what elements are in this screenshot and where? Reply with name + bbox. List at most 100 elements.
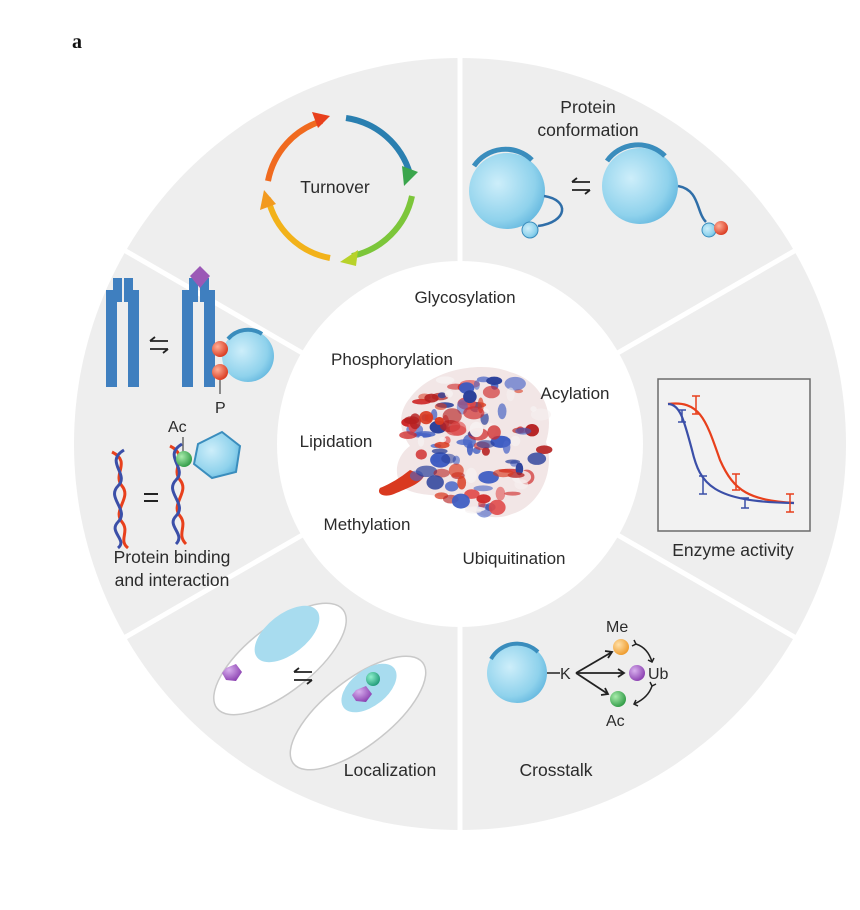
crosstalk-methyl-dot <box>613 639 629 655</box>
dna-equality-sign <box>144 493 158 502</box>
turnover-arrowhead-red <box>312 112 330 128</box>
protein-surface-patch <box>431 448 448 454</box>
sector-divider <box>614 245 801 357</box>
localization-equilibrium-arrows <box>293 667 313 685</box>
protein-surface-patch <box>536 445 553 455</box>
crosstalk-acetyl-dot <box>610 691 626 707</box>
protein-surface-patch <box>419 411 434 425</box>
protein-surface-patch <box>463 406 485 420</box>
protein-surface-patch <box>439 436 447 443</box>
protein-surface-patch <box>415 449 427 460</box>
crosstalk-label: Crosstalk <box>520 760 593 780</box>
turnover-panel: Turnover <box>260 112 418 266</box>
receptor-right <box>182 278 215 387</box>
protein-surface-patch <box>514 479 528 490</box>
protein-surface-patch <box>476 440 495 449</box>
turnover-arrow-orange <box>265 197 331 261</box>
binding-label-line1: Protein binding <box>114 547 231 567</box>
crosstalk-ub-label: Ub <box>648 666 669 683</box>
protein-surface-patch <box>466 442 474 456</box>
protein-surface-patch <box>473 485 493 492</box>
conformation-protein-right-rim <box>604 142 667 163</box>
turnover-arrowhead-orange <box>260 190 276 210</box>
figure-letter: a <box>72 31 82 53</box>
protein-surface-patch <box>445 481 459 492</box>
crosstalk-panel: K Me Ub Ac Crosstalk <box>487 619 669 780</box>
protein-surface-patch <box>435 376 455 384</box>
protein-surface-patch <box>451 493 470 509</box>
protein-surface-patch <box>457 475 467 490</box>
ptm-labels: Glycosylation Phosphorylation Acylation … <box>300 288 610 568</box>
conformation-tail-left <box>537 194 564 228</box>
binding-protein-receptor-rim <box>226 327 264 341</box>
crosstalk-protein <box>487 643 547 703</box>
localization-nucleus-left <box>254 605 320 663</box>
binding-panel: P Ac Protein binding and interaction <box>106 266 274 590</box>
protein-surface-patch <box>527 452 547 465</box>
ptm-label-methylation: Methylation <box>324 515 411 534</box>
protein-surface-patch <box>413 433 432 438</box>
protein-surface-patch <box>473 380 480 390</box>
receptor-left <box>106 278 139 387</box>
turnover-arrow-green <box>351 195 415 259</box>
protein-surface-patch <box>448 463 464 478</box>
localization-label: Localization <box>344 760 436 780</box>
enzyme-panel: Enzyme activity <box>657 378 811 560</box>
protein-surface-patch <box>415 465 438 477</box>
turnover-label: Turnover <box>300 177 370 197</box>
protein-surface-patch <box>510 435 521 447</box>
protein-surface-patch <box>437 392 447 399</box>
acetyl-ac-label: Ac <box>168 419 187 436</box>
enzyme-errorbars-red <box>692 395 794 513</box>
protein-surface-patch <box>444 390 453 398</box>
conformation-protein-left <box>469 153 545 229</box>
conformation-equilibrium-arrows <box>571 177 591 195</box>
protein-surface-patch <box>441 453 456 464</box>
protein-surface-patch <box>464 489 480 499</box>
binding-protein-dna <box>192 430 242 480</box>
protein-surface-patch <box>495 486 506 501</box>
binding-label-line2: and interaction <box>115 570 230 590</box>
ligand-diamond <box>190 266 210 288</box>
protein-surface-patch <box>424 393 439 403</box>
localization-modifier-dot <box>366 672 380 686</box>
ptm-label-ubiquitination: Ubiquitination <box>462 549 565 568</box>
conformation-label-line1: Protein <box>560 97 615 117</box>
protein-surface-patch <box>504 376 526 391</box>
protein-surface-patch <box>502 440 511 454</box>
phospho-dot-lower <box>212 364 228 380</box>
crosstalk-protein-rim <box>489 641 540 661</box>
localization-protein-left <box>222 664 242 681</box>
ptm-label-phosphorylation: Phosphorylation <box>331 350 453 369</box>
turnover-arrowhead-green <box>402 166 418 186</box>
turnover-arrowhead-yellow <box>340 250 358 266</box>
protein-surface-patch <box>417 435 425 447</box>
conformation-panel: Protein conformation <box>469 97 728 239</box>
crosstalk-arrows <box>575 650 626 696</box>
sector-divider <box>614 531 801 643</box>
conformation-label-line2: conformation <box>537 120 638 140</box>
protein-surface-model <box>378 367 553 518</box>
ptm-label-acylation: Acylation <box>541 384 610 403</box>
protein-surface-patch <box>463 390 477 404</box>
turnover-arrow-blue <box>345 115 413 175</box>
protein-surface-patch <box>399 431 417 439</box>
ptm-label-glycosylation: Glycosylation <box>414 288 515 307</box>
protein-surface-patch <box>434 417 444 425</box>
protein-surface-patch <box>492 469 514 478</box>
conformation-phospho-dot <box>714 221 728 235</box>
protein-surface-patch <box>497 403 507 420</box>
acetyl-dot <box>176 451 192 467</box>
enzyme-plot-frame <box>657 378 811 532</box>
crosstalk-ubiquitin-dot <box>629 665 645 681</box>
protein-surface-patch <box>515 427 532 435</box>
protein-surface-patch <box>486 376 503 385</box>
protein-surface-patch <box>403 416 420 425</box>
conformation-tail-right <box>677 184 707 223</box>
phospho-dot-upper <box>212 341 228 357</box>
protein-surface-patch <box>487 425 501 440</box>
sector-dividers <box>119 52 801 836</box>
crosstalk-double-arrows <box>631 639 657 707</box>
crosstalk-ac-label: Ac <box>606 713 625 730</box>
